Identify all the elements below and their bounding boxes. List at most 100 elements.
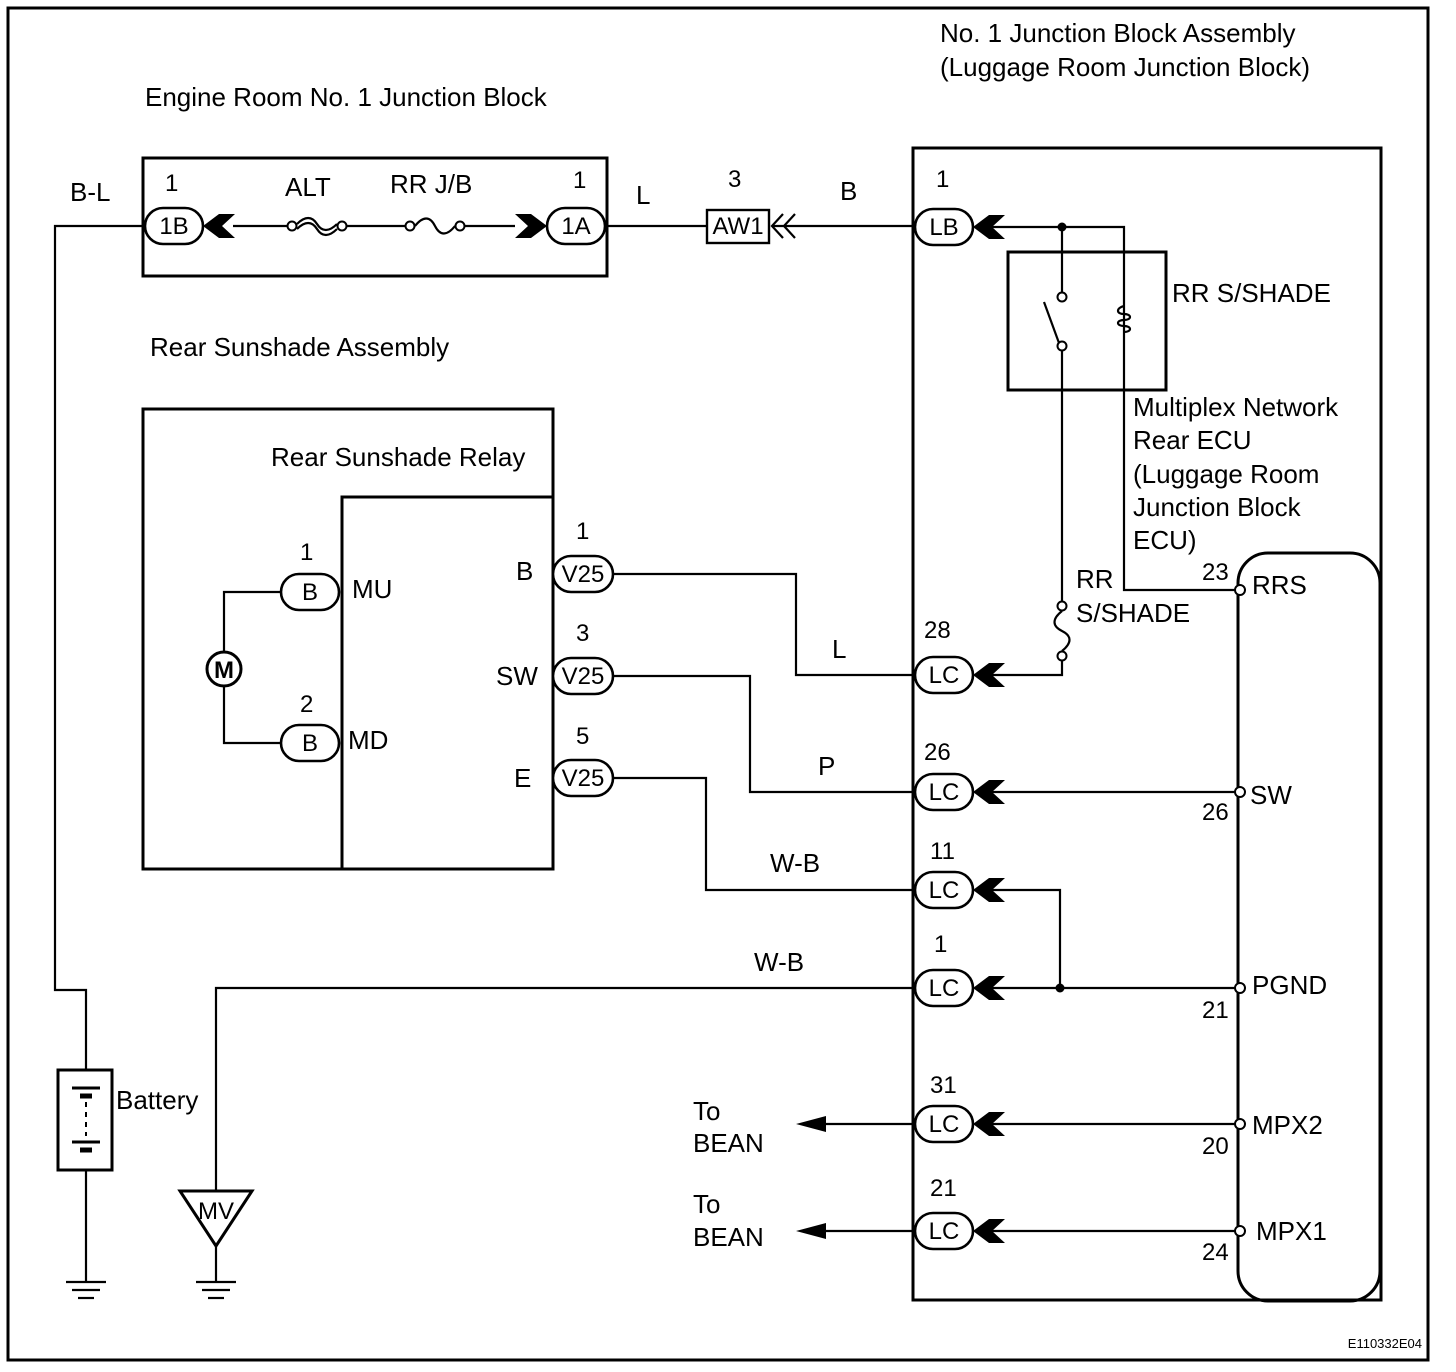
ecu-pgnd-pin: 21 [1202, 997, 1229, 1024]
ecu-label-3: (Luggage Room [1133, 459, 1319, 489]
1b-pin-number: 1 [165, 170, 178, 197]
wire-b-top-label: B [840, 176, 857, 206]
ecu-terminal-mpx1 [1234, 1225, 1246, 1237]
rrjb-fuse [404, 217, 466, 235]
ecu-sw-label: SW [1250, 780, 1292, 810]
wire-p [613, 674, 915, 794]
ecu-terminal-sw [1234, 786, 1246, 798]
lc11-pin-number: 11 [930, 838, 955, 865]
wire-wb-1 [613, 776, 915, 892]
ground-point-mv [177, 1189, 255, 1249]
v25-pin1-number: 1 [576, 518, 589, 545]
aw1-pin-number: 3 [728, 166, 741, 193]
connector-lc21-label: LC [929, 1218, 960, 1245]
md-pin-number: 2 [300, 691, 313, 718]
ecu-mpx2-pin: 20 [1202, 1133, 1229, 1160]
rear-sunshade-relay-label: Rear Sunshade Relay [271, 442, 525, 472]
lb-female-arrow [973, 215, 1005, 239]
lc11-female-arrow [973, 878, 1005, 902]
lc28-pin-number: 28 [924, 617, 951, 644]
rear-sunshade-relay-box [340, 495, 553, 869]
bean-lower-to: To [693, 1189, 720, 1219]
rr-sshade-fuse [1053, 600, 1071, 662]
engine-room-jb-box [141, 156, 609, 278]
1b-female-arrow [203, 214, 235, 238]
multiplex-rear-ecu-box [1236, 551, 1382, 1303]
lc26-female-arrow [973, 780, 1005, 804]
ecu-terminal-pgnd [1234, 982, 1246, 994]
relay-switch [1042, 291, 1068, 352]
ecu-sw-pin: 26 [1202, 799, 1229, 826]
ecu-terminal-mpx2 [1234, 1118, 1246, 1130]
1a-female-arrow [515, 214, 547, 238]
junction-block-assembly-subtitle: (Luggage Room Junction Block) [940, 52, 1310, 82]
connector-1b-label: 1B [159, 213, 188, 240]
figure-id: E110332E04 [1348, 1336, 1422, 1351]
ecu-label-5: ECU) [1133, 525, 1197, 555]
connector-mu-label: B [302, 579, 318, 606]
lc21-pin-number: 21 [930, 1175, 957, 1202]
connector-mu [279, 572, 341, 612]
connector-v25-pin5-label: V25 [562, 765, 605, 792]
ecu-rrs-label: RRS [1252, 570, 1307, 600]
wire-l-top-label: L [636, 180, 650, 210]
lc21-female-arrow [973, 1219, 1005, 1243]
ecu-mpx1-pin: 24 [1202, 1239, 1229, 1266]
rr-sshade-relay-label: RR S/SHADE [1172, 278, 1331, 308]
lc31-female-arrow [973, 1112, 1005, 1136]
ecu-label-2: Rear ECU [1133, 425, 1251, 455]
connector-lc31-label: LC [929, 1111, 960, 1138]
ecu-terminal-rrs [1234, 584, 1246, 596]
connector-aw1-label: AW1 [712, 213, 763, 240]
v25-e-terminal: E [514, 763, 531, 793]
motor-label: M [214, 657, 234, 684]
connector-aw1 [705, 208, 771, 245]
ecu-mpx1-label: MPX1 [1256, 1216, 1327, 1246]
bean-arrow-lower [796, 1223, 826, 1239]
wire-bl-label: B-L [70, 177, 110, 207]
1a-pin-number: 1 [573, 167, 586, 194]
lb-pin-number: 1 [936, 166, 949, 193]
wire-wb1-label: W-B [770, 848, 820, 878]
bean-upper-label: BEAN [693, 1128, 764, 1158]
v25-sw-terminal: SW [496, 661, 538, 691]
connector-lc26-label: LC [929, 779, 960, 806]
motor-symbol [205, 650, 243, 688]
lc26-pin-number: 26 [924, 739, 951, 766]
connector-lc1-label: LC [929, 975, 960, 1002]
md-terminal-label: MD [348, 725, 388, 755]
rear-sunshade-assembly-title: Rear Sunshade Assembly [150, 332, 449, 362]
ground-symbol-battery [66, 1280, 106, 1300]
wire-wb2-label: W-B [754, 947, 804, 977]
alt-fuse [286, 216, 348, 237]
v25-b-terminal: B [516, 556, 533, 586]
rr-sshade-relay-box [1006, 250, 1168, 392]
rr-sshade-fuse-label-1: RR [1076, 564, 1114, 594]
mu-pin-number: 1 [300, 539, 313, 566]
rrjb-fuse-label: RR J/B [390, 169, 472, 199]
wire-l-mid [613, 572, 915, 677]
lc28-female-arrow [973, 663, 1005, 687]
v25-pin3-number: 3 [576, 620, 589, 647]
rr-sshade-fuse-label-2: S/SHADE [1076, 598, 1190, 628]
battery-label: Battery [116, 1085, 198, 1115]
ecu-label-4: Junction Block [1133, 492, 1302, 522]
relay-coil [1116, 304, 1132, 334]
wire-wb-2 [214, 986, 915, 1191]
ecu-label-1: Multiplex Network [1133, 392, 1339, 422]
lc1-pin-number: 1 [934, 931, 947, 958]
bean-upper-to: To [693, 1096, 720, 1126]
ground-symbol-mv [196, 1280, 236, 1300]
connector-v25-pin1-label: V25 [562, 561, 605, 588]
junction-dot-pgnd [1055, 983, 1065, 993]
connector-lc28-label: LC [929, 662, 960, 689]
connector-md-label: B [302, 730, 318, 757]
lc31-pin-number: 31 [930, 1072, 957, 1099]
lc1-female-arrow [973, 976, 1005, 1000]
engine-room-jb-title: Engine Room No. 1 Junction Block [145, 82, 548, 112]
bean-lower-label: BEAN [693, 1222, 764, 1252]
connector-1a-label: 1A [561, 213, 590, 240]
v25-pin5-number: 5 [576, 723, 589, 750]
connector-v25-pin3-label: V25 [562, 663, 605, 690]
